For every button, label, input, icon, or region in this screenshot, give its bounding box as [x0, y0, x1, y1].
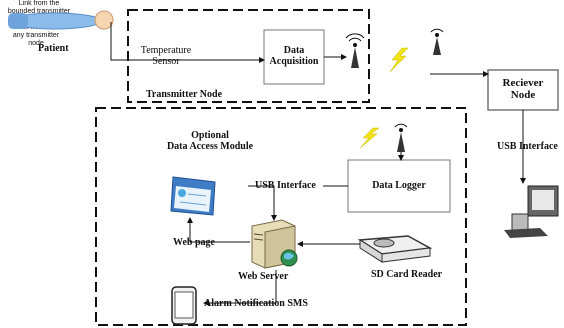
antenna-icon: [345, 33, 365, 68]
web-page-icon: [170, 176, 216, 216]
wireless-link-icon-2: [359, 127, 380, 149]
mobile-phone-icon: [171, 286, 197, 325]
desktop-computer-icon: [504, 185, 559, 238]
optional-module-box: [95, 107, 467, 326]
antenna-icon-2: [430, 28, 444, 55]
web-server-label: Web Server: [238, 271, 289, 282]
data-acquisition-label: Data Acquisition: [269, 45, 319, 67]
antenna-icon-3: [394, 123, 408, 152]
web-page-label: Web page: [173, 237, 215, 248]
transmitter-node-box: [127, 9, 370, 103]
web-server-icon: [251, 219, 298, 269]
patient-label: Patient: [38, 43, 69, 54]
server-sms-line: [203, 270, 277, 306]
usb-interface-receiver-label: USB Interface: [497, 141, 558, 152]
sd-card-reader-label: SD Card Reader: [371, 269, 443, 280]
transmitter-node-label: Transmitter Node: [146, 89, 223, 100]
usb-interface-logger-label: USB Interface: [255, 180, 316, 191]
optional-module-label: Optional Data Access Module: [166, 130, 254, 152]
sd-card-reader-icon: [357, 235, 433, 263]
sensor-line: [110, 22, 265, 63]
data-logger-label: Data Logger: [372, 180, 426, 191]
wireless-link-icon: [389, 47, 409, 73]
patient-icon: [8, 10, 114, 30]
server-webpage-line: [187, 217, 250, 243]
temperature-sensor-label: Temperature Sensor: [140, 45, 192, 67]
alarm-sms-label: Alarm Notification SMS: [204, 298, 308, 309]
receiver-node-label: Reciever Node: [502, 77, 544, 101]
receiver-node-box: [487, 69, 559, 111]
